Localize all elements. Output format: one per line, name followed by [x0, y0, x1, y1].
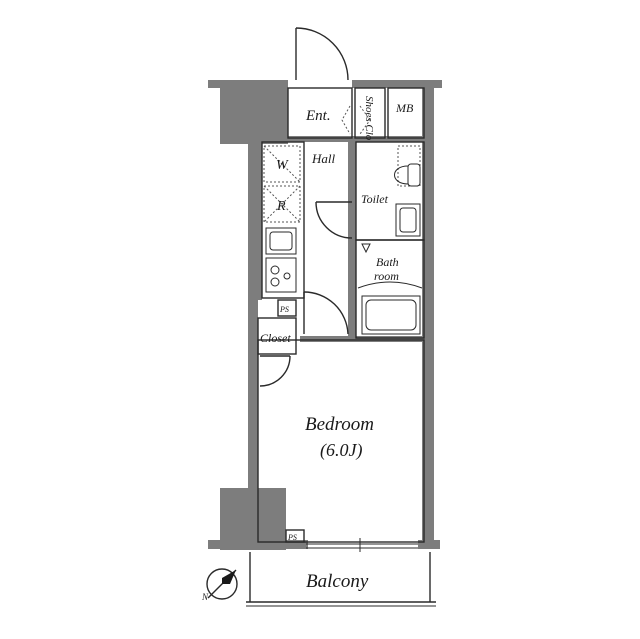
sink-icon [265, 227, 297, 255]
label-shoes-closet: Shoes Clo [363, 96, 375, 141]
label-bath-line1: Bath [376, 255, 399, 269]
label-refrigerator: R [276, 199, 286, 214]
label-balcony: Balcony [306, 571, 369, 592]
refrigerator-space [263, 185, 301, 223]
doors [259, 27, 371, 387]
north-arrow-icon: N [201, 568, 238, 602]
walls [208, 80, 442, 550]
label-bath-line2: room [374, 269, 399, 283]
label-entrance: Ent. [305, 108, 331, 124]
label-toilet: Toilet [361, 192, 389, 206]
label-pipe-space-upper: PS [279, 305, 289, 314]
label-bedroom-size: (6.0J) [320, 440, 362, 461]
room-labels: Ent. Shoes Clo MB Hall W R Toilet Bath r… [260, 96, 414, 592]
stove-icon [265, 257, 297, 293]
label-meter-box: MB [395, 101, 414, 115]
washbasin-icon [395, 203, 421, 237]
label-pipe-space-lower: PS [287, 533, 297, 542]
interior-lines [246, 87, 436, 607]
compass-label: N [201, 592, 209, 602]
label-closet: Closet [260, 331, 291, 345]
fixtures [263, 105, 423, 335]
label-bedroom: Bedroom [305, 414, 374, 435]
washer-space [263, 145, 301, 183]
toilet-icon [397, 145, 421, 187]
bathtub-icon [361, 295, 421, 335]
label-washer: W [276, 158, 289, 173]
label-hall: Hall [311, 151, 336, 166]
